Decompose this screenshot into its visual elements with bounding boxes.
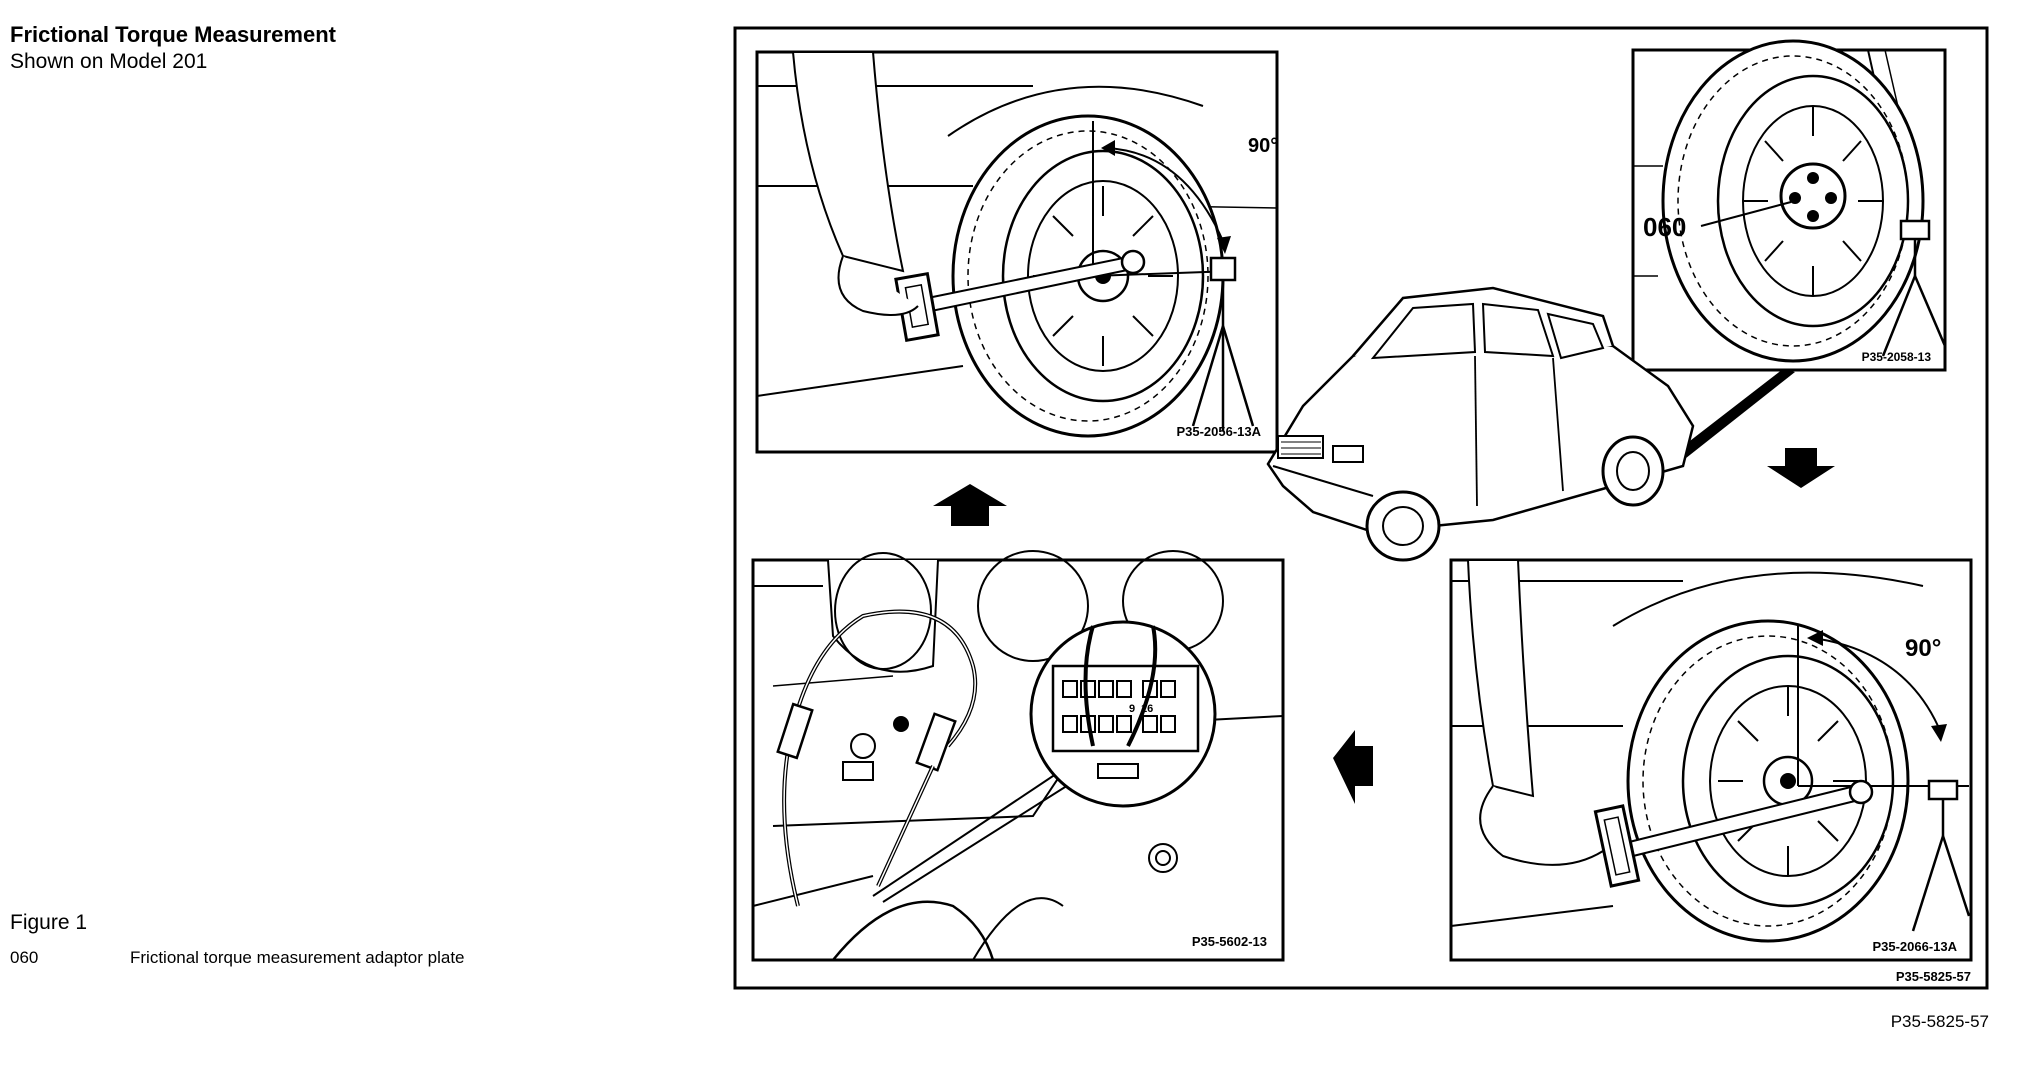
page-title: Frictional Torque Measurement	[10, 22, 336, 47]
car-illustration	[1266, 286, 1795, 562]
legend-code: 060	[10, 948, 39, 967]
arrow-down	[1767, 448, 1835, 488]
panel-bottom-right: 90° P35-2066-13A	[1449, 558, 1973, 962]
callout-060: 060	[1643, 212, 1686, 242]
pin-label-9: 9	[1129, 703, 1135, 715]
frame-ref: P35-5825-57	[1896, 969, 1971, 984]
procedure-illustration: 90° P35-2056-13A	[733, 26, 1989, 990]
angle-label-bottom-right: 90°	[1905, 635, 1941, 662]
figure-label: Figure 1	[10, 911, 88, 934]
ref-top-left: P35-2056-13A	[1176, 424, 1261, 439]
arrow-up	[933, 484, 1007, 526]
legend-row: 060 Frictional torque measurement adapto…	[10, 948, 465, 968]
figure-ref: P35-5825-57	[1890, 1012, 1989, 1031]
panel-top-right: 060 P35-2058-13	[1631, 39, 1947, 372]
ref-bottom-left: P35-5602-13	[1192, 934, 1267, 949]
pin-label-16: 16	[1141, 703, 1153, 715]
arrow-left	[1333, 730, 1373, 804]
panel-top-left: 90° P35-2056-13A	[755, 50, 1279, 454]
legend-description: Frictional torque measurement adaptor pl…	[130, 948, 465, 967]
panel-bottom-left: 9 16 P35-5602-13	[751, 550, 1285, 962]
page-subtitle: Shown on Model 201	[10, 50, 208, 73]
ref-top-right: P35-2058-13	[1862, 350, 1932, 364]
ref-bottom-right: P35-2066-13A	[1872, 939, 1957, 954]
angle-label-top-left: 90°	[1248, 135, 1278, 157]
